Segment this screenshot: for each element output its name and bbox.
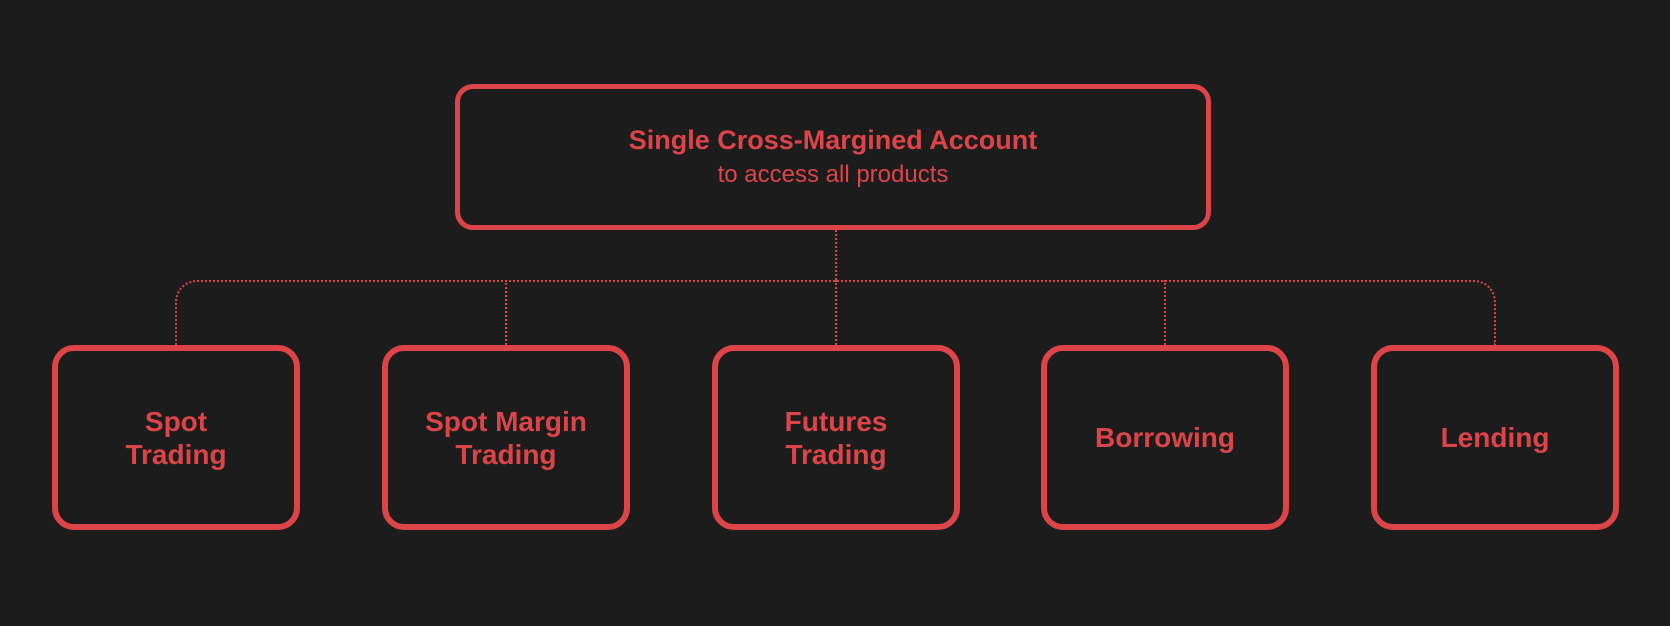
node-single-cross-margined-account: Single Cross-Margined Account to access … (455, 84, 1211, 230)
node-spot-trading-label: Spot Trading (125, 405, 227, 470)
node-lending-label: Lending (1440, 422, 1550, 453)
connector-drop-futures-trading (835, 280, 837, 345)
node-borrowing: Borrowing (1041, 345, 1289, 530)
connector-drop-spot-margin-trading (505, 280, 507, 345)
connector-stem (835, 230, 837, 280)
node-spot-margin-trading-label: Spot Margin Trading (425, 405, 587, 470)
node-spot-margin-trading: Spot Margin Trading (382, 345, 630, 530)
node-futures-trading-label: Futures Trading (784, 405, 888, 470)
node-borrowing-label: Borrowing (1095, 422, 1235, 453)
node-futures-trading: Futures Trading (712, 345, 960, 530)
node-lending: Lending (1371, 345, 1619, 530)
root-node-subtitle: to access all products (717, 161, 949, 188)
connector-drop-borrowing (1164, 280, 1166, 345)
root-node-title: Single Cross-Margined Account (628, 125, 1038, 155)
node-spot-trading: Spot Trading (52, 345, 300, 530)
